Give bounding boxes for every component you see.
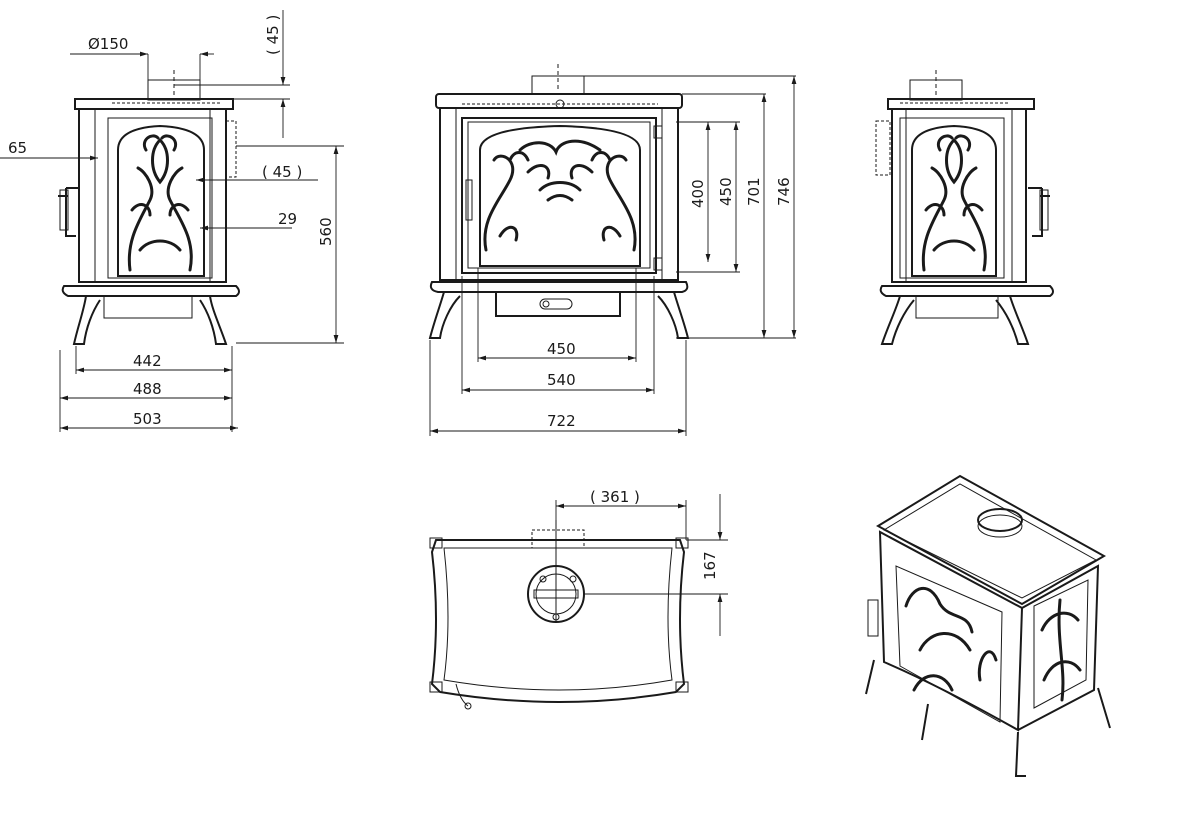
top-flue-offset-x-label: ( 361 ) [590, 488, 640, 506]
door-depth-label: 29 [278, 210, 297, 228]
front-view [428, 64, 690, 339]
rear-offset-label: ( 45 ) [262, 163, 302, 181]
side-offset-label: 65 [8, 139, 27, 157]
flue-diameter-label: Ø150 [88, 35, 128, 53]
side-view-right [875, 70, 1054, 345]
side-view-left [58, 70, 240, 345]
total-width-label: 722 [547, 412, 576, 430]
door-height-label: 400 [689, 179, 707, 208]
width-mid-label: 488 [133, 380, 162, 398]
total-height-label: 746 [775, 177, 793, 206]
top-view-dimensions: ( 361 ) 167 [555, 488, 728, 636]
flue-offset-label: ( 45 ) [264, 15, 282, 55]
side-view-dimensions: Ø150 ( 45 ) 65 ( 45 ) 29 560 442 488 503 [0, 10, 344, 432]
flue-height-label: 701 [745, 177, 763, 206]
front-view-dimensions: 400 450 701 746 450 540 722 [429, 75, 797, 436]
width-outer-label: 503 [133, 410, 162, 428]
door-width-label: 540 [547, 371, 576, 389]
isometric-view [865, 474, 1111, 777]
top-view [429, 520, 689, 710]
door-frame-height-label: 450 [717, 177, 735, 206]
width-inner-label: 442 [133, 352, 162, 370]
opening-width-label: 450 [547, 340, 576, 358]
top-flue-offset-y-label: 167 [701, 551, 719, 580]
side-height-label: 560 [317, 217, 335, 246]
